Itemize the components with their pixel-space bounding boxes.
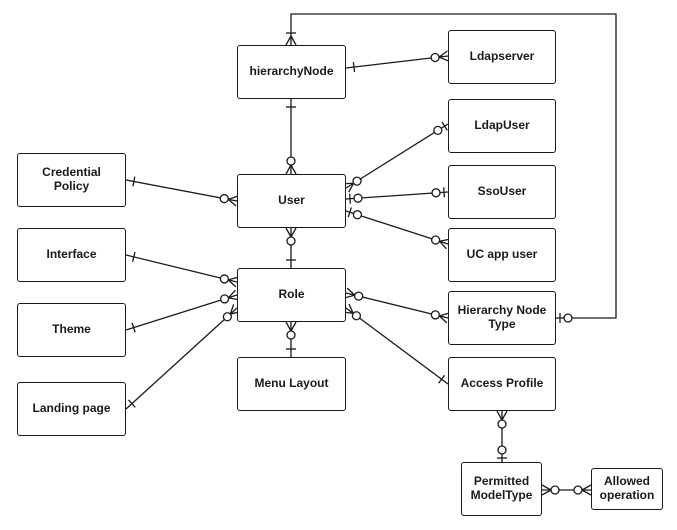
entity-label: SsoUser	[477, 184, 527, 199]
relationship-circle	[353, 291, 364, 301]
relationship-line	[345, 191, 449, 200]
entity-user: User	[237, 174, 346, 228]
relationship-crow-foot	[227, 276, 239, 288]
relationship-crow-foot	[581, 484, 592, 496]
relationship-circle	[351, 311, 362, 321]
entity-landing-page: Landing page	[17, 382, 126, 436]
entity-ldapserver: Ldapserver	[448, 30, 556, 84]
entity-uc-app-user: UC app user	[448, 228, 556, 282]
relationship-bar	[443, 187, 446, 198]
relationship-bar	[438, 374, 446, 384]
entity-label: Hierarchy Node Type	[457, 303, 547, 331]
relationship-circle	[430, 310, 441, 320]
entity-label: Allowed operation	[599, 474, 655, 502]
entity-access-profile: Access Profile	[448, 357, 556, 411]
entity-sso-user: SsoUser	[448, 165, 556, 219]
relationship-circle	[431, 188, 441, 198]
relationship-circle	[219, 274, 230, 284]
relationship-crow-foot	[496, 410, 508, 421]
relationship-line	[125, 307, 238, 410]
entity-theme: Theme	[17, 303, 126, 357]
relationship-crow-foot	[438, 312, 450, 324]
relationship-line	[345, 123, 449, 189]
relationship-circle	[286, 156, 296, 166]
relationship-circle	[550, 485, 560, 495]
relationship-crow-foot	[227, 289, 239, 301]
entity-ldap-user: LdapUser	[448, 99, 556, 153]
relationship-crow-foot	[285, 164, 297, 175]
relationship-circle	[430, 52, 440, 63]
entity-label: Permitted ModelType	[470, 474, 533, 502]
entity-label: Credential Policy	[42, 165, 101, 193]
relationship-line	[345, 210, 449, 245]
relationship-line	[345, 307, 449, 385]
relationship-bar	[132, 176, 136, 187]
entity-label: User	[278, 193, 305, 208]
relationship-line	[290, 13, 617, 319]
entity-label: UC app user	[466, 247, 538, 262]
relationship-bar	[347, 207, 352, 218]
entity-credential-policy: Credential Policy	[17, 153, 126, 207]
relationship-circle	[430, 235, 441, 245]
relationship-circle	[433, 125, 443, 136]
entity-label: Interface	[46, 247, 97, 262]
entity-label: Ldapserver	[469, 49, 535, 64]
relationship-crow-foot	[344, 287, 356, 299]
relationship-line	[125, 254, 238, 283]
entity-label: LdapUser	[474, 118, 530, 133]
relationship-bar	[348, 193, 351, 204]
entity-label: Access Profile	[460, 376, 544, 391]
relationship-circle	[352, 210, 363, 220]
relationship-circle	[353, 193, 363, 203]
relationship-crow-foot	[227, 195, 239, 207]
relationship-circle	[563, 313, 573, 323]
entity-label: Role	[278, 287, 305, 302]
entity-menu-layout: Menu Layout	[237, 357, 346, 411]
relationship-crow-foot	[285, 227, 297, 238]
relationship-crow-foot	[438, 238, 450, 250]
relationship-crow-foot	[438, 50, 449, 62]
entity-allowed-operation: Allowed operation	[591, 468, 663, 510]
relationship-line	[125, 179, 238, 202]
relationship-circle	[573, 485, 583, 495]
relationship-bar	[441, 121, 448, 131]
relationship-bar	[128, 399, 136, 408]
relationship-circle	[286, 236, 296, 246]
entity-hierarchy-node: hierarchyNode	[237, 45, 346, 99]
relationship-circle	[219, 193, 229, 204]
relationship-circle	[222, 312, 233, 322]
relationship-bar	[131, 322, 136, 333]
relationship-crow-foot	[285, 321, 297, 332]
entity-label: hierarchyNode	[249, 64, 334, 79]
relationship-circle	[497, 419, 507, 429]
entity-label: Menu Layout	[254, 376, 329, 391]
relationship-crow-foot	[285, 35, 297, 46]
relationship-line	[125, 294, 238, 331]
relationship-circle	[219, 294, 230, 304]
relationship-circle	[352, 176, 362, 186]
relationship-circle	[286, 330, 296, 340]
entity-role: Role	[237, 268, 346, 322]
relationship-bar	[352, 62, 356, 73]
relationship-bar	[131, 251, 136, 262]
relationship-crow-foot	[541, 484, 552, 496]
entity-hierarchy-node-type: Hierarchy Node Type	[448, 291, 556, 345]
relationship-circle	[497, 445, 507, 455]
entity-permitted-model-type: Permitted ModelType	[461, 462, 542, 516]
entity-label: Theme	[52, 322, 91, 337]
entity-interface: Interface	[17, 228, 126, 282]
entity-label: Landing page	[32, 401, 111, 416]
